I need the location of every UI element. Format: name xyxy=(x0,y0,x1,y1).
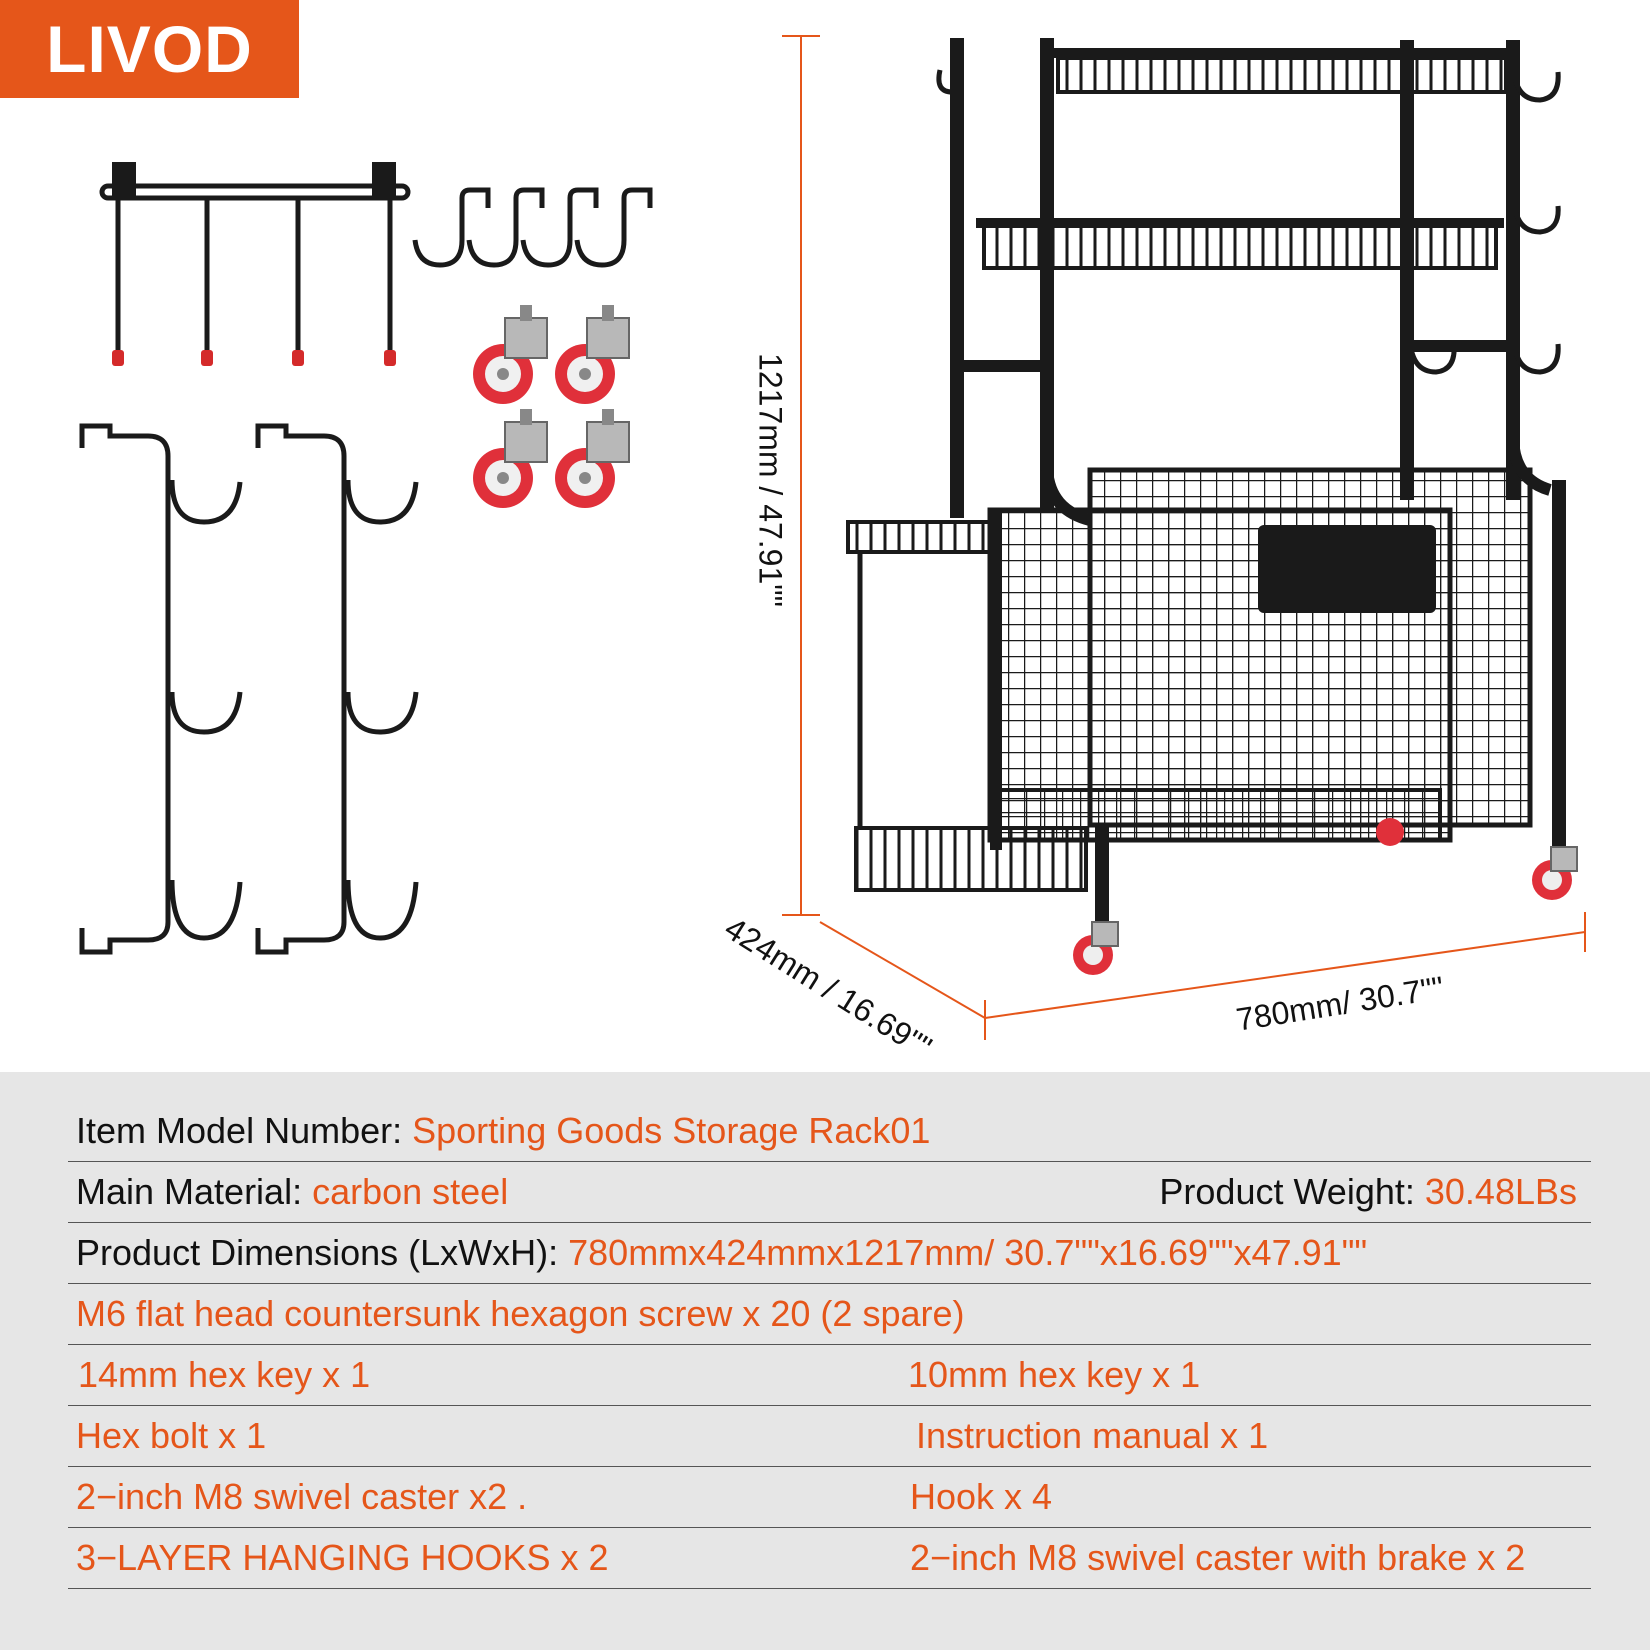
s-hooks xyxy=(412,187,653,268)
spec-row-dimensions: Product Dimensions (LxWxH): 780mmx424mmx… xyxy=(68,1222,1591,1284)
three-layer-hanging-hooks xyxy=(79,423,419,955)
spec-row-material-weight: Main Material: carbon steel Product Weig… xyxy=(68,1161,1591,1223)
part-hex-key-14mm: 14mm hex key x 1 xyxy=(78,1354,371,1395)
dimensions-value: 780mmx424mmx1217mm/ 30.7""x16.69""x47.91… xyxy=(568,1232,1368,1273)
weight-label: Product Weight: xyxy=(1159,1171,1425,1212)
material-label: Main Material: xyxy=(76,1171,313,1212)
dimensions-label: Product Dimensions (LxWxH): xyxy=(76,1232,569,1273)
part-hex-key-10mm: 10mm hex key x 1 xyxy=(908,1354,1201,1395)
spec-row-hanging-brake: 3−LAYER HANGING HOOKS x 2 2−inch M8 swiv… xyxy=(68,1527,1591,1589)
spec-row-screw: M6 flat head countersunk hexagon screw x… xyxy=(68,1283,1591,1345)
spec-row-caster-hook: 2−inch M8 swivel caster x2 . Hook x 4 xyxy=(68,1466,1591,1528)
spec-table: Item Model Number: Sporting Goods Storag… xyxy=(0,1072,1650,1650)
part-screw: M6 flat head countersunk hexagon screw x… xyxy=(76,1293,965,1334)
four-hook-bar xyxy=(99,162,411,366)
storage-rack xyxy=(846,38,1578,975)
part-swivel-caster: 2−inch M8 swivel caster x2 . xyxy=(76,1476,528,1517)
part-caster-with-brake: 2−inch M8 swivel caster with brake x 2 xyxy=(910,1537,1526,1578)
material-value: carbon steel xyxy=(312,1171,509,1212)
spec-row-hex-keys: 14mm hex key x 1 10mm hex key x 1 xyxy=(68,1344,1591,1406)
product-illustration xyxy=(79,35,1586,1040)
dimension-lines xyxy=(782,35,1586,1040)
part-hanging-hooks: 3−LAYER HANGING HOOKS x 2 xyxy=(76,1537,609,1578)
weight-value: 30.48LBs xyxy=(1424,1171,1577,1212)
model-label: Item Model Number: xyxy=(76,1110,413,1151)
brand-logo: LIVOD xyxy=(0,0,299,98)
part-instruction-manual: Instruction manual x 1 xyxy=(916,1415,1269,1456)
part-hook: Hook x 4 xyxy=(910,1476,1053,1517)
spec-row-bolt-manual: Hex bolt x 1 Instruction manual x 1 xyxy=(68,1405,1591,1467)
height-dimension-label: 1217mm / 47.91"" xyxy=(752,353,789,607)
model-value: Sporting Goods Storage Rack01 xyxy=(412,1110,931,1151)
spec-row-model: Item Model Number: Sporting Goods Storag… xyxy=(68,1100,1591,1162)
caster-wheels xyxy=(473,305,630,508)
part-hex-bolt: Hex bolt x 1 xyxy=(76,1415,267,1456)
